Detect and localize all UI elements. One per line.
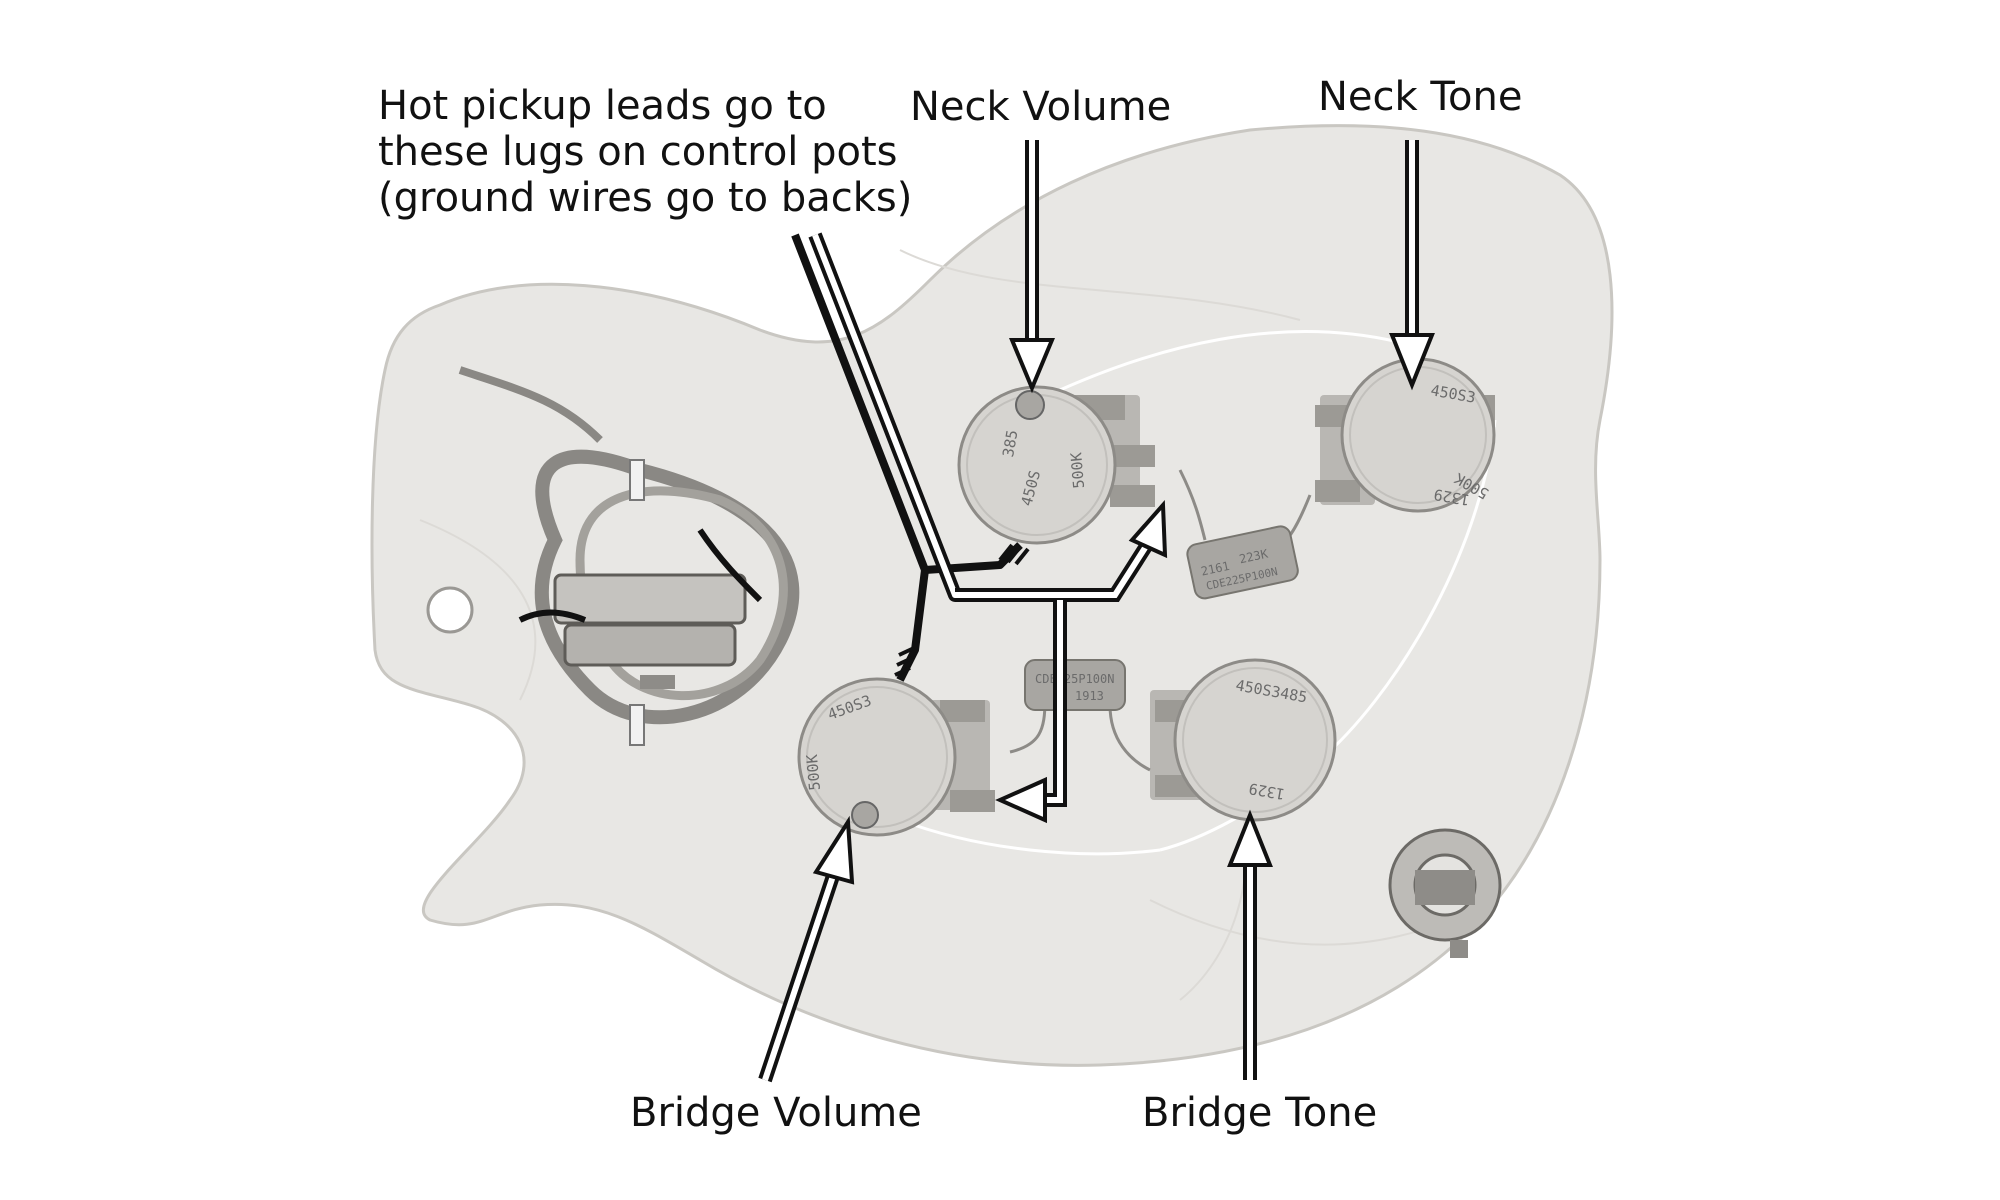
hot-leads-line-1: Hot pickup leads go to [378, 83, 827, 129]
bridge-volume-arrow [758, 815, 855, 1083]
output-jack [1388, 828, 1502, 958]
neck-tone-arrow [1389, 140, 1435, 391]
neck-volume-marking-3: 500K [1067, 452, 1088, 490]
neck-tone-capacitor: 2161 223K CDE225P100N [1178, 469, 1312, 600]
pointer-arrows [758, 140, 1435, 1083]
neck-volume-marking-2: 385 [999, 429, 1021, 459]
hot-leads-line-2: these lugs on control pots [378, 129, 898, 175]
hot-lead-arrow-neck [955, 499, 1168, 602]
strap-hole [426, 586, 474, 634]
neck-volume-arrow [1009, 140, 1055, 394]
neck-cap-marking-2: 223K [1238, 546, 1270, 566]
hot-lead-arrow-bridge [995, 600, 1067, 824]
pickup-selector-switch [458, 366, 800, 746]
neck-cap-marking-1: 2161 [1200, 559, 1231, 579]
bridge-tone-pot: 450S3485 1329 [1150, 658, 1337, 822]
neck-volume-label: Neck Volume [910, 84, 1172, 130]
bridge-tone-capacitor: CDE225P100N 1913 [1009, 659, 1151, 772]
bridge-volume-pot: 500K 450S3 [797, 677, 995, 837]
neck-volume-pot: 450S 385 500K [957, 385, 1155, 545]
hot-leads-line-3: (ground wires go to backs) [378, 175, 913, 221]
bridge-tone-arrow [1227, 809, 1273, 1080]
bridge-tone-marking-2: 1329 [1247, 779, 1286, 803]
wood-grain [419, 249, 1451, 1001]
neck-tone-marking-2: 1329 [1432, 485, 1471, 509]
bridge-tone-label: Bridge Tone [1142, 1090, 1378, 1136]
bridge-volume-label: Bridge Volume [630, 1090, 922, 1136]
bridge-cap-marking-1: CDE225P100N [1035, 672, 1114, 686]
bridge-volume-marking-1: 500K [803, 754, 824, 792]
hot-leads-note: Hot pickup leads go to these lugs on con… [378, 83, 912, 221]
neck-tone-label: Neck Tone [1318, 74, 1523, 120]
bridge-cap-marking-2: 1913 [1075, 689, 1104, 703]
neck-tone-pot: 450S3 1329 500K [1315, 357, 1496, 513]
connecting-wires [899, 330, 1497, 856]
